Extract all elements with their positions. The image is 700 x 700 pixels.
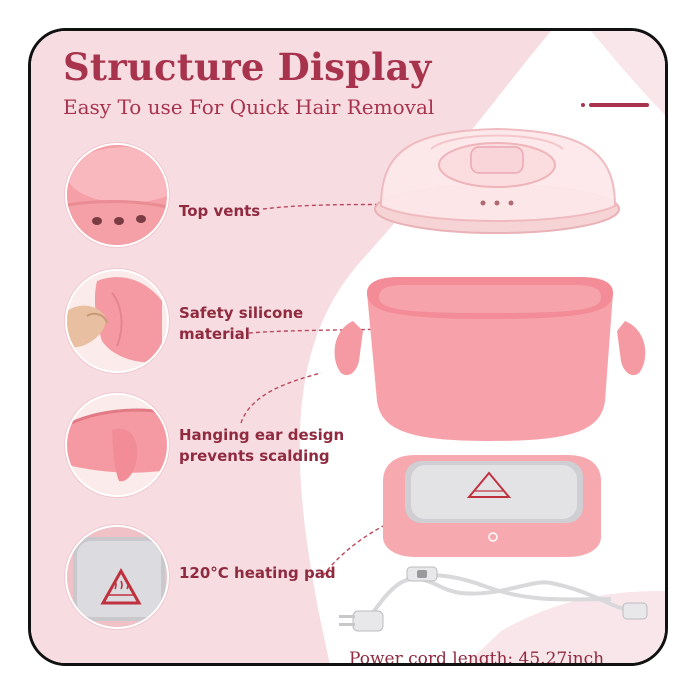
feature-label-silicone: Safety silicone material (179, 304, 304, 343)
handle-ear-icon (65, 393, 169, 497)
power-cord (339, 566, 648, 632)
silicone-squeeze-icon (65, 269, 169, 373)
vent-holes-icon (65, 143, 169, 247)
decorative-dot (581, 103, 585, 107)
leader-line-ear (240, 372, 322, 424)
heating-pad-icon (65, 525, 169, 629)
feature-label-hanging-ear: Hanging ear design prevents scalding (179, 426, 345, 465)
heating-base (383, 455, 601, 557)
power-cord-length-label: Power cord length: 45.27inch (349, 649, 605, 666)
lid (374, 127, 620, 234)
product-illustration (240, 127, 648, 632)
infographic-frame: Structure Display Easy To use For Quick … (28, 28, 668, 666)
decorative-line (589, 103, 649, 107)
feature-label-top-vents: Top vents (179, 202, 261, 220)
feature-label-heating-pad: 120°C heating pad (179, 564, 336, 582)
silicone-bowl (334, 277, 646, 441)
page-subtitle: Easy To use For Quick Hair Removal (63, 95, 435, 119)
page-title: Structure Display (63, 45, 432, 89)
